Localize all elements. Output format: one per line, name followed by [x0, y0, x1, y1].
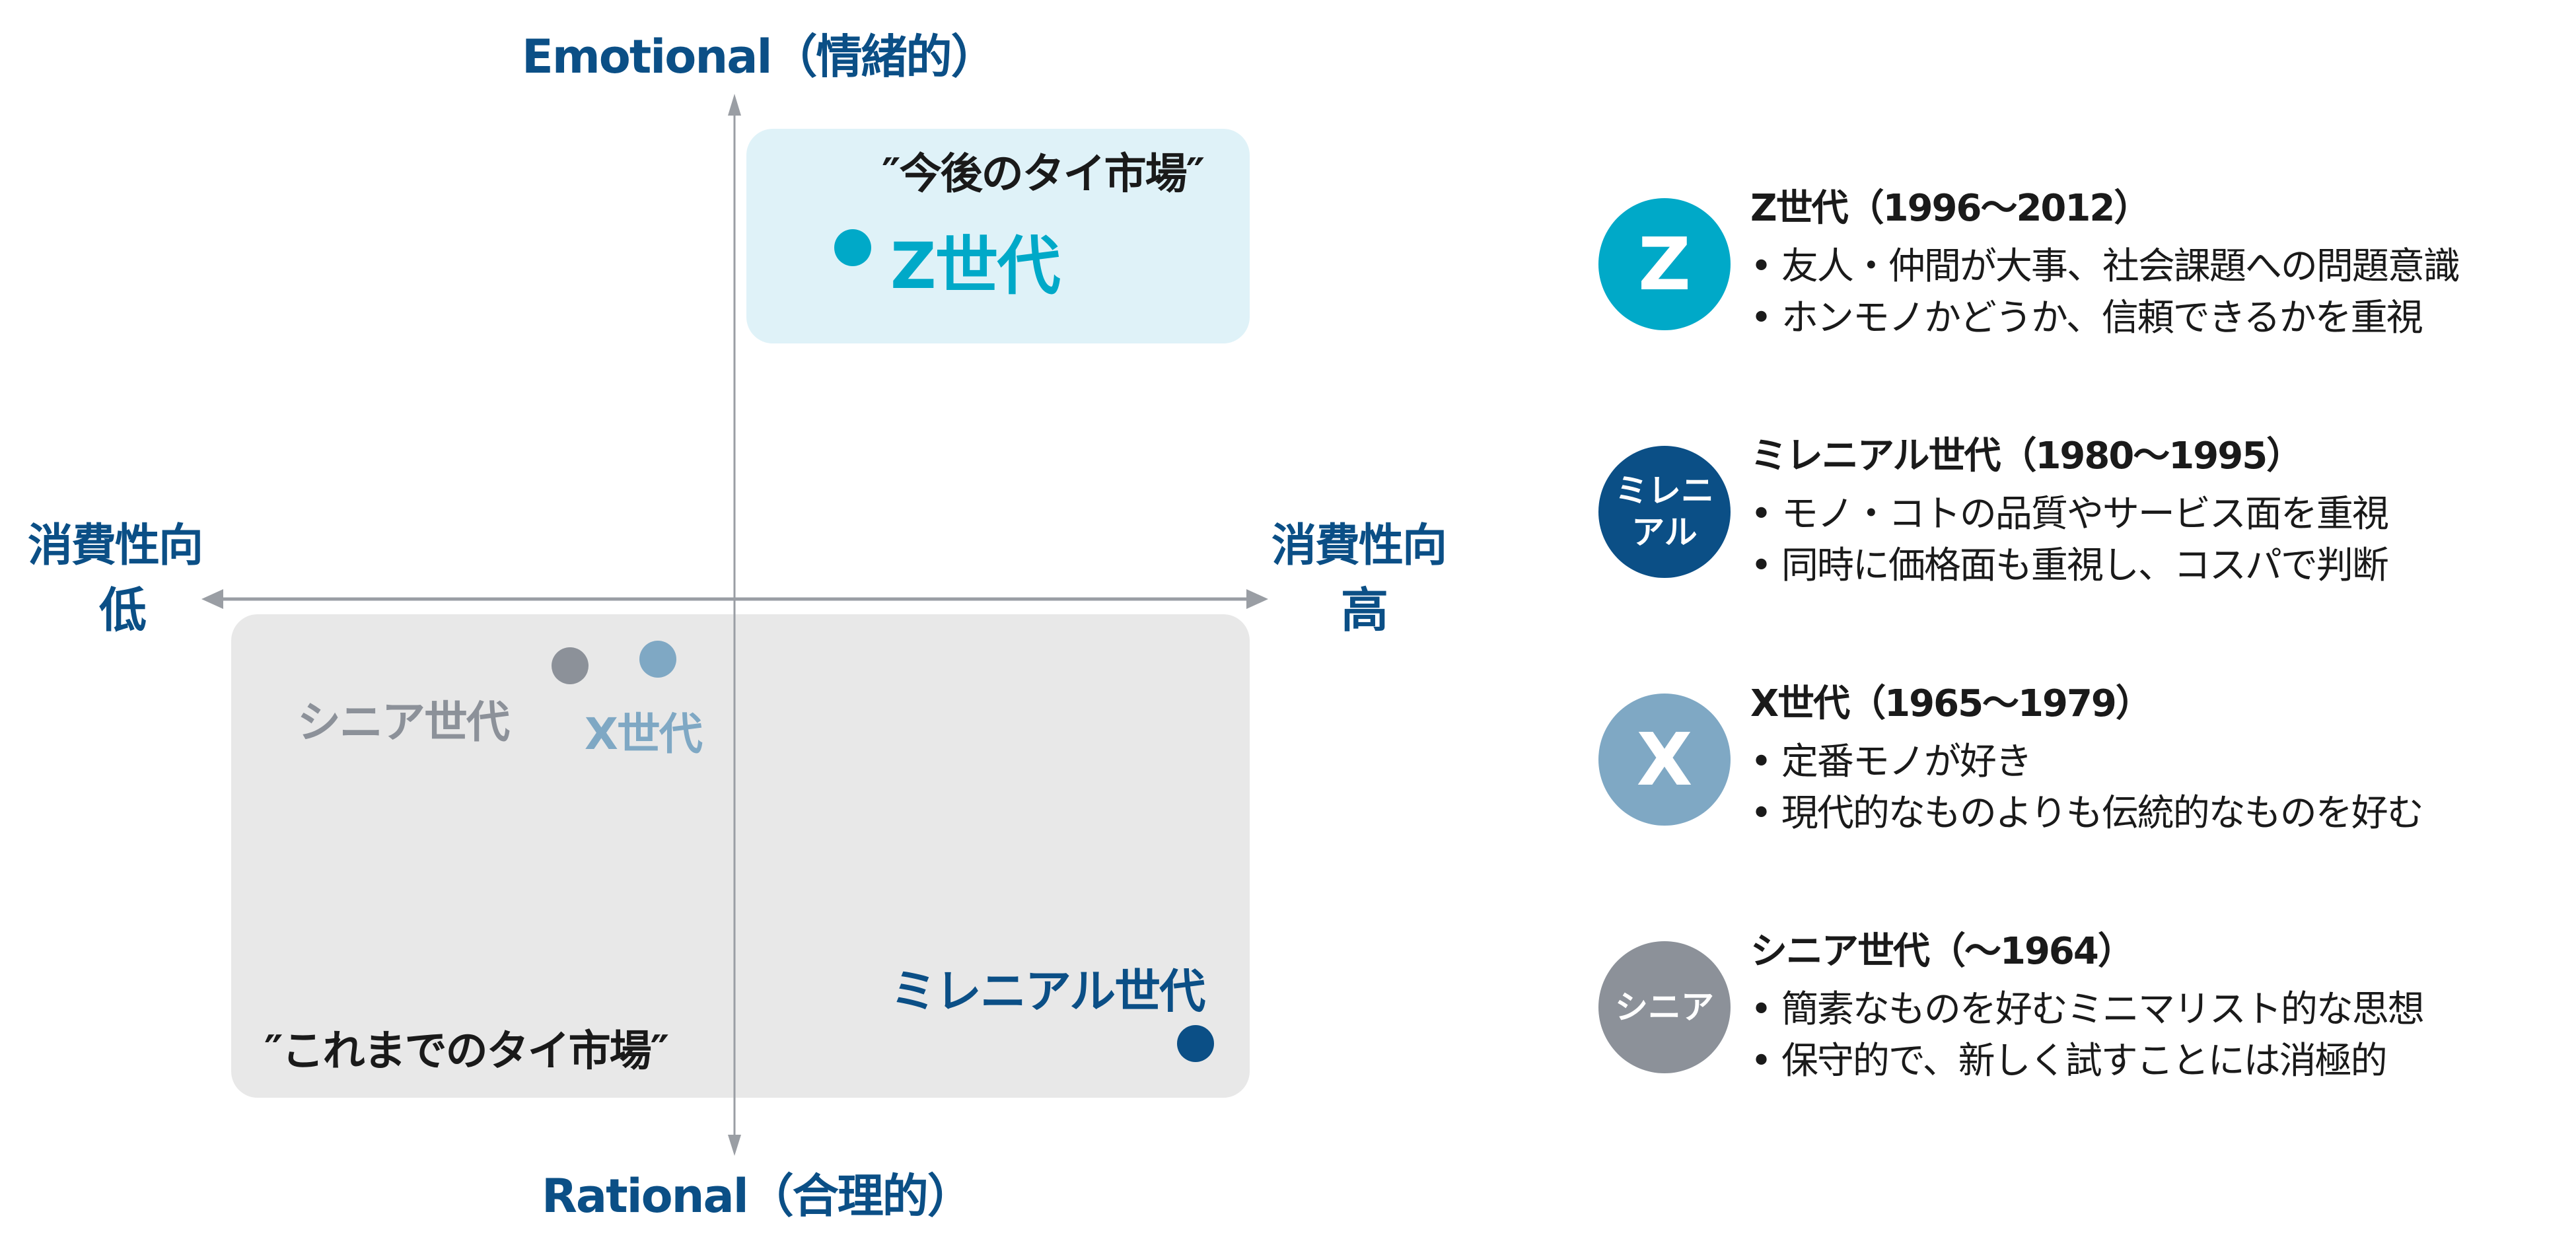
legend-item-senior: シニア シニア世代（〜1964） • 簡素なものを好むミニマリスト的な思想 • …	[1598, 930, 2563, 1087]
badge-millennial: ミレニ アル	[1598, 446, 1731, 578]
legend-line: • 現代的なものよりも伝統的なものを好む	[1750, 792, 2424, 835]
legend-item-x: X X世代（1965〜1979） • 定番モノが好き • 現代的なものよりも伝統…	[1598, 682, 2563, 839]
point-x-generation	[639, 641, 676, 678]
legend-line: • 保守的で、新しく試すことには消極的	[1750, 1040, 2388, 1083]
region-past-market	[231, 614, 1250, 1098]
axis-label-rational: Rational（合理的）	[542, 1169, 974, 1223]
legend-title-x: X世代（1965〜1979）	[1750, 682, 2153, 725]
axis-label-emotional: Emotional（情緒的）	[522, 30, 997, 84]
point-label-senior-generation: シニア世代	[297, 697, 510, 748]
badge-x: X	[1598, 694, 1731, 826]
legend-line: • 同時に価格面も重視し、コスパで判断	[1750, 544, 2389, 587]
point-label-x-generation: X世代	[585, 709, 703, 760]
axis-label-high-line1: 消費性向	[1271, 520, 1447, 572]
badge-z-text: Z	[1638, 221, 1691, 306]
legend-line: • 友人・仲間が大事、社会課題への問題意識	[1750, 245, 2460, 288]
badge-millennial-line1: ミレニ	[1615, 472, 1714, 510]
legend-line: • ホンモノかどうか、信頼できるかを重視	[1750, 297, 2423, 339]
point-label-z-generation: Z世代	[890, 229, 1061, 303]
legend-item-millennial: ミレニ アル ミレニアル世代（1980〜1995） • モノ・コトの品質やサービ…	[1598, 435, 2563, 591]
legend-title-z: Z世代（1996〜2012）	[1750, 187, 2151, 230]
point-senior-generation	[552, 647, 589, 684]
axis-label-low-line1: 消費性向	[28, 520, 203, 572]
legend-title-millennial: ミレニアル世代（1980〜1995）	[1750, 435, 2303, 478]
point-z-generation	[834, 229, 871, 266]
region-label-past: ″これまでのタイ市場″	[264, 1027, 669, 1076]
badge-senior: シニア	[1598, 941, 1731, 1073]
legend-line: • モノ・コトの品質やサービス面を重視	[1750, 493, 2389, 536]
region-future-market	[746, 129, 1250, 343]
badge-x-text: X	[1636, 717, 1693, 802]
point-millennial-generation	[1177, 1025, 1214, 1062]
legend-title-senior: シニア世代（〜1964）	[1750, 930, 2135, 973]
axis-label-high-line2: 高	[1341, 583, 1388, 638]
legend-line: • 定番モノが好き	[1750, 740, 2032, 783]
badge-z: Z	[1598, 198, 1731, 330]
axis-label-low-line2: 低	[99, 583, 147, 638]
badge-millennial-line2: アル	[1631, 513, 1698, 552]
point-label-millennial-generation: ミレニアル世代	[890, 964, 1205, 1018]
legend-line: • 簡素なものを好むミニマリスト的な思想	[1750, 988, 2425, 1031]
region-label-future: ″今後のタイ市場″	[882, 150, 1205, 199]
badge-senior-text: シニア	[1615, 987, 1714, 1026]
legend-item-z: Z Z世代（1996〜2012） • 友人・仲間が大事、社会課題への問題意識 •…	[1598, 187, 2563, 343]
